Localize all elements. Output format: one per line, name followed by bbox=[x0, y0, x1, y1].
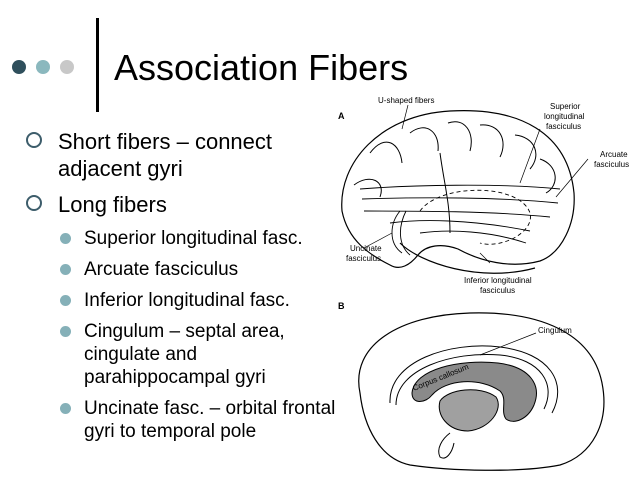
sub-bullet-superior: Superior longitudinal fasc. bbox=[26, 227, 346, 250]
panel-a-letter: A bbox=[338, 111, 345, 121]
dot-bullet-icon bbox=[60, 295, 71, 306]
thalamus bbox=[438, 389, 499, 432]
dot-bullet-icon bbox=[60, 403, 71, 414]
bullet-text: Superior longitudinal fasc. bbox=[84, 228, 303, 249]
bullet-short-fibers: Short fibers – connect adjacent gyri bbox=[26, 128, 346, 182]
dot-bullet-icon bbox=[60, 326, 71, 337]
label-u-shaped: U-shaped fibers bbox=[378, 96, 434, 105]
cingulum-leader bbox=[479, 332, 537, 356]
bullet-list: Short fibers – connect adjacent gyri Lon… bbox=[26, 128, 346, 451]
dot-bullet-icon bbox=[60, 264, 71, 275]
ring-bullet-icon bbox=[26, 195, 42, 211]
fiber-lines bbox=[359, 184, 561, 244]
corpus-callosum bbox=[411, 361, 537, 422]
label-inferior-2: fasciculus bbox=[480, 286, 515, 295]
label-uncinate-2: fasciculus bbox=[346, 254, 381, 263]
temporal-lobe bbox=[399, 242, 536, 274]
sub-bullet-inferior: Inferior longitudinal fasc. bbox=[26, 289, 346, 312]
dot-teal bbox=[36, 60, 50, 74]
panel-b-letter: B bbox=[338, 301, 345, 311]
decorative-dots bbox=[12, 60, 74, 74]
brainstem bbox=[438, 432, 455, 459]
uncinate-fibers bbox=[391, 210, 411, 256]
title-divider bbox=[96, 18, 99, 112]
panel-a: A U-shaped fibers Superior longitudinal … bbox=[338, 96, 629, 295]
bullet-text: Arcuate fasciculus bbox=[84, 259, 239, 280]
bullet-text: Short fibers – connect adjacent gyri bbox=[58, 129, 273, 181]
bullet-long-fibers: Long fibers bbox=[26, 191, 346, 218]
sub-bullet-cingulum: Cingulum – septal area, cingulate and pa… bbox=[26, 320, 346, 389]
bullet-text: Inferior longitudinal fasc. bbox=[84, 290, 290, 311]
brain-figure: A U-shaped fibers Superior longitudinal … bbox=[338, 96, 629, 471]
label-arcuate-2: fasciculus bbox=[594, 160, 629, 169]
label-inferior-1: Inferior longitudinal bbox=[464, 276, 532, 285]
sub-bullet-arcuate: Arcuate fasciculus bbox=[26, 258, 346, 281]
label-leaders-a bbox=[363, 104, 589, 264]
label-superior-2: longitudinal bbox=[544, 112, 585, 121]
label-uncinate-1: Uncinate bbox=[350, 244, 382, 253]
label-arcuate-1: Arcuate bbox=[600, 150, 628, 159]
slide-title: Association Fibers bbox=[114, 47, 409, 88]
panel-b: B Cingulum Corpus callosum bbox=[338, 301, 605, 471]
dot-grey bbox=[60, 60, 74, 74]
brain-outline-medial bbox=[358, 312, 605, 471]
ring-bullet-icon bbox=[26, 132, 42, 148]
bullet-text: Cingulum – septal area, cingulate and pa… bbox=[84, 321, 285, 388]
label-superior-3: fasciculus bbox=[546, 122, 581, 131]
brain-outline-lateral bbox=[341, 110, 575, 268]
arcuate-fibers bbox=[419, 189, 531, 245]
dot-bullet-icon bbox=[60, 233, 71, 244]
bullet-text: Uncinate fasc. – orbital frontal gyri to… bbox=[84, 398, 336, 442]
bullet-text: Long fibers bbox=[58, 192, 167, 217]
label-superior-1: Superior bbox=[550, 102, 581, 111]
label-cingulum: Cingulum bbox=[538, 326, 572, 335]
gyri-lines bbox=[353, 121, 556, 234]
sub-bullet-uncinate: Uncinate fasc. – orbital frontal gyri to… bbox=[26, 397, 346, 443]
dot-dark bbox=[12, 60, 26, 74]
